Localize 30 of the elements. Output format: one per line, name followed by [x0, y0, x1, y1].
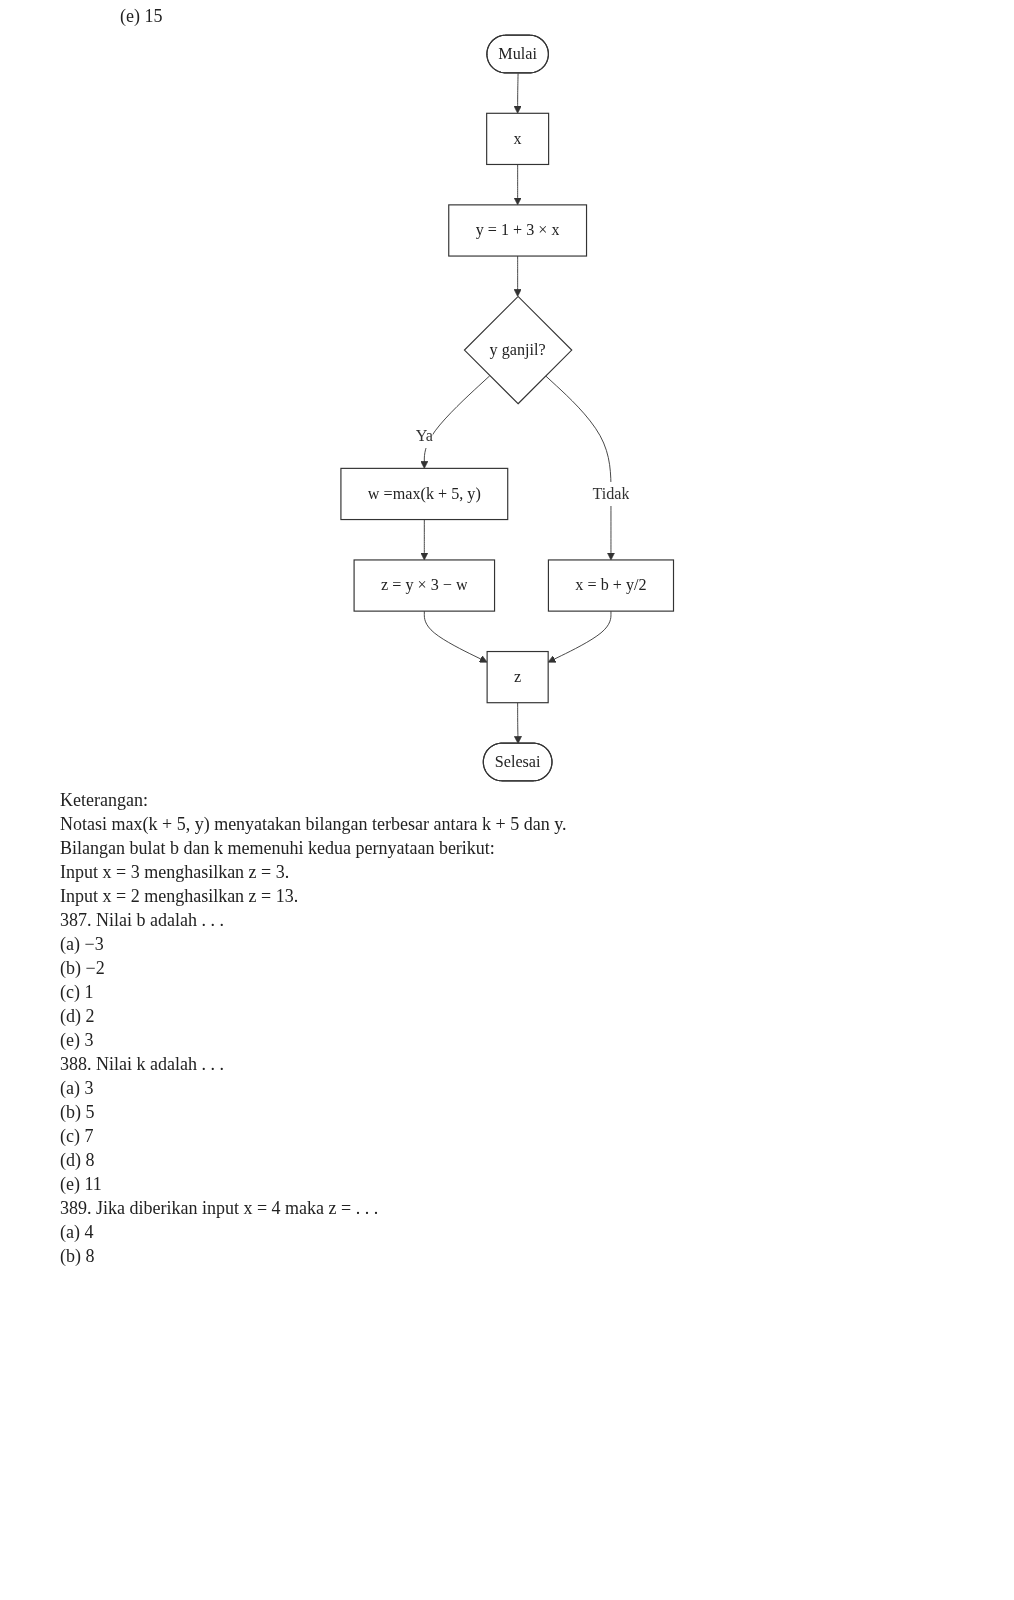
label-text: 388. Nilai k adalah . . .	[59, 1053, 225, 1076]
node-box: y = 1 + 3 × x	[447, 204, 587, 257]
label-text: Bilangan bulat b dan k memenuhi kedua pernyataan berikut:	[59, 837, 496, 860]
label-text: (e) 15	[120, 5, 164, 28]
label-text: (b) −2	[59, 957, 106, 980]
label-text: (a) 3	[59, 1077, 95, 1100]
label-text: Input x = 3 menghasilkan z = 3.	[59, 861, 291, 884]
label-text: (b) 8	[59, 1245, 96, 1268]
label-text: (c) 1	[59, 981, 95, 1004]
label-text: (d) 2	[59, 1005, 96, 1028]
label-text: (e) 11	[59, 1173, 103, 1196]
node-box: x	[485, 112, 549, 166]
edge-label: Tidak	[592, 484, 630, 503]
label-text: (d) 8	[59, 1149, 96, 1172]
label-text: Keterangan:	[59, 789, 149, 812]
node-box: z	[486, 650, 549, 704]
edge-label: Ya	[415, 426, 433, 445]
node-box: x = b + y/2	[547, 559, 674, 612]
label-text: (c) 7	[59, 1125, 95, 1148]
label-text: Notasi max(k + 5, y) menyatakan bilangan terbesar antara k + 5 dan y.	[59, 813, 568, 836]
label-text: (a) 4	[59, 1221, 95, 1244]
node-diamond: y ganjil?	[463, 295, 573, 405]
label-text: (b) 5	[59, 1101, 96, 1124]
node-box: w =max(k + 5, y)	[340, 467, 509, 521]
label-text: (e) 3	[59, 1029, 95, 1052]
label-text: Input x = 2 menghasilkan z = 13.	[59, 885, 300, 908]
label-text: 387. Nilai b adalah . . .	[59, 909, 225, 932]
label-text: 389. Jika diberikan input x = 4 maka z = . . .	[59, 1197, 380, 1220]
node-box: z = y × 3 − w	[353, 559, 495, 612]
label-text: (a) −3	[59, 933, 105, 956]
